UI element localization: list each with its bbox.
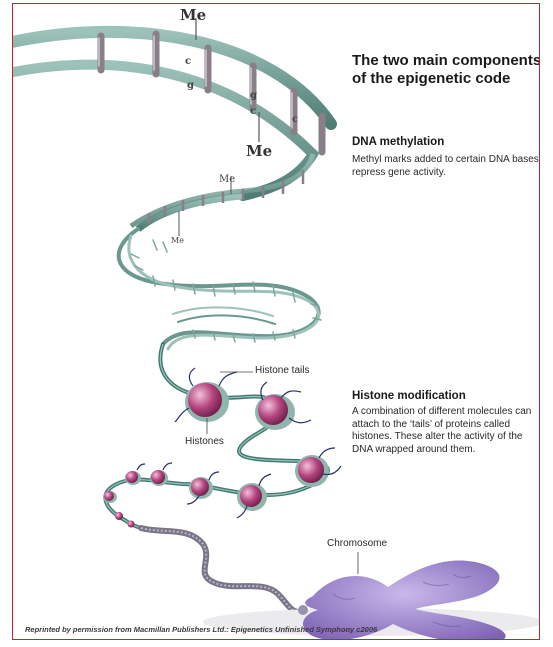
chromosome-label: Chromosome <box>327 538 387 549</box>
base-c-label-2: c <box>250 106 256 117</box>
methyl-label-small: Me <box>219 174 235 185</box>
dna-methylation-heading: DNA methylation <box>352 136 444 148</box>
epigenetics-illustration <box>13 4 540 640</box>
base-g-label-2: g <box>250 90 257 101</box>
dna-helix <box>119 229 321 349</box>
figure-title: The two main components of the epigeneti… <box>352 52 540 88</box>
chromatin-thin-fiber <box>141 528 303 612</box>
methyl-label-tiny: Me <box>171 236 184 245</box>
histone-nucleosomes <box>103 382 329 528</box>
base-c-label-3: c <box>292 114 298 125</box>
credit-line: Reprinted by permission from Macmillan P… <box>25 625 377 634</box>
dna-methylation-text: Methyl marks added to certain DNA bases … <box>352 154 540 179</box>
base-g-label-1: g <box>187 80 194 91</box>
histones-label: Histones <box>185 436 224 447</box>
base-c-label-1: c <box>185 56 191 67</box>
histone-modification-text: A combination of different molecules can… <box>352 406 540 456</box>
dna-ladder-medium <box>131 154 313 236</box>
dna-ladder-large <box>13 18 331 196</box>
histone-tails-label: Histone tails <box>255 365 309 376</box>
methyl-label-top: Me <box>180 6 206 24</box>
histone-modification-heading: Histone modification <box>352 390 466 402</box>
figure-frame: Me Me Me Me c g g c c The two main compo… <box>12 3 540 640</box>
methyl-label-mid: Me <box>246 142 272 160</box>
